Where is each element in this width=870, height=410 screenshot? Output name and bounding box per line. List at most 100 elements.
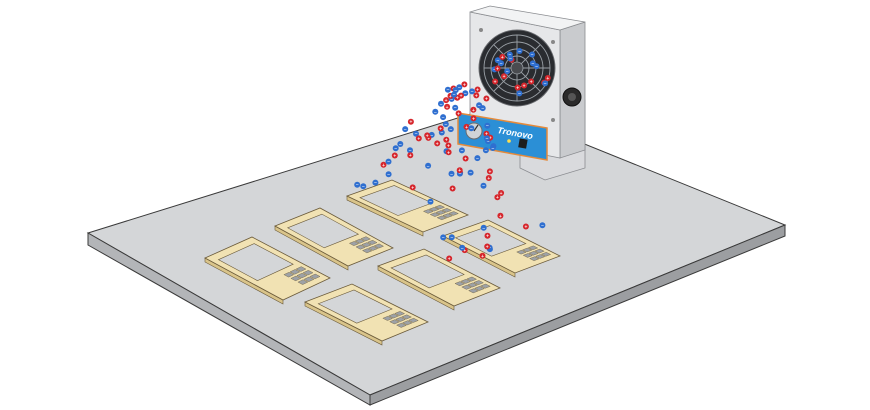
svg-text:+: + xyxy=(485,96,488,101)
svg-text:−: − xyxy=(408,148,411,153)
svg-text:+: + xyxy=(475,93,478,98)
svg-text:−: − xyxy=(442,235,445,240)
svg-text:+: + xyxy=(472,107,475,112)
svg-text:−: − xyxy=(429,199,432,204)
svg-text:−: − xyxy=(450,96,453,101)
svg-text:+: + xyxy=(447,143,450,148)
negative-ion-icon: − xyxy=(372,179,379,186)
svg-text:+: + xyxy=(496,66,499,71)
svg-text:−: − xyxy=(441,115,444,120)
positive-ion-icon: + xyxy=(470,115,477,122)
negative-ion-icon: − xyxy=(458,147,465,154)
negative-ion-icon: − xyxy=(480,224,487,231)
negative-ion-icon: − xyxy=(392,145,399,152)
svg-text:+: + xyxy=(496,195,499,200)
svg-text:+: + xyxy=(445,137,448,142)
negative-ion-icon: − xyxy=(504,68,511,75)
workbench-top xyxy=(86,106,787,396)
svg-text:+: + xyxy=(516,85,519,90)
svg-text:+: + xyxy=(465,124,468,129)
positive-ion-icon: + xyxy=(501,73,507,80)
svg-text:−: − xyxy=(470,89,473,94)
svg-text:−: − xyxy=(476,156,479,161)
positive-ion-icon: + xyxy=(407,152,414,159)
svg-text:−: − xyxy=(434,109,437,114)
svg-text:+: + xyxy=(522,83,525,88)
positive-ion-icon: + xyxy=(486,168,493,175)
svg-text:+: + xyxy=(493,79,496,84)
svg-text:+: + xyxy=(487,176,490,181)
svg-text:−: − xyxy=(499,61,502,66)
svg-text:−: − xyxy=(482,183,485,188)
negative-ion-icon: − xyxy=(539,222,546,229)
power-switch-icon[interactable] xyxy=(518,138,528,149)
positive-ion-icon: + xyxy=(470,106,477,113)
svg-text:+: + xyxy=(501,54,504,59)
positive-ion-icon: + xyxy=(492,78,499,85)
positive-ion-icon: + xyxy=(443,136,450,143)
svg-text:−: − xyxy=(450,171,453,176)
svg-text:−: − xyxy=(535,64,538,69)
svg-text:−: − xyxy=(458,171,461,176)
pcb-frame xyxy=(377,248,501,311)
negative-ion-icon: − xyxy=(407,147,413,154)
svg-text:−: − xyxy=(399,142,402,147)
negative-ion-icon: − xyxy=(516,48,523,54)
negative-ion-icon: − xyxy=(489,145,496,151)
svg-text:+: + xyxy=(449,93,452,98)
svg-text:−: − xyxy=(543,81,546,86)
positive-ion-icon: + xyxy=(391,152,398,159)
svg-text:+: + xyxy=(489,135,492,140)
svg-text:−: − xyxy=(486,123,489,128)
pcb-frame xyxy=(204,236,331,305)
svg-text:−: − xyxy=(430,132,433,137)
negative-ion-icon: − xyxy=(474,155,481,162)
negative-ion-icon: − xyxy=(427,198,434,205)
negative-ion-icon: − xyxy=(385,158,392,165)
positive-ion-icon: + xyxy=(485,175,492,181)
positive-ion-icon: + xyxy=(449,185,456,192)
negative-ion-icon: − xyxy=(451,91,457,98)
svg-text:+: + xyxy=(499,213,502,218)
positive-ion-icon: + xyxy=(474,86,481,93)
positive-ion-icon: + xyxy=(521,82,528,89)
negative-ion-icon: − xyxy=(425,162,432,169)
positive-ion-icon: + xyxy=(463,123,470,130)
negative-ion-icon: − xyxy=(480,182,487,189)
negative-ion-icon: − xyxy=(448,170,455,177)
positive-ion-icon: + xyxy=(494,65,501,72)
negative-ion-icon: − xyxy=(456,84,463,91)
negative-ion-icon: − xyxy=(442,121,449,128)
positive-ion-icon: + xyxy=(473,92,480,99)
svg-text:+: + xyxy=(411,185,414,190)
svg-text:−: − xyxy=(484,148,487,153)
svg-text:−: − xyxy=(439,101,442,106)
svg-text:−: − xyxy=(460,148,463,153)
ionizer-body-top xyxy=(469,5,586,31)
negative-ion-icon: − xyxy=(360,183,367,190)
svg-text:−: − xyxy=(518,49,521,54)
negative-ion-icon: − xyxy=(498,60,505,67)
positive-ion-icon: + xyxy=(445,142,452,149)
svg-text:−: − xyxy=(508,52,511,57)
svg-text:−: − xyxy=(444,122,447,127)
svg-text:−: − xyxy=(446,87,449,92)
positive-ion-icon: + xyxy=(483,130,490,137)
svg-text:+: + xyxy=(458,168,461,173)
svg-text:+: + xyxy=(472,116,475,121)
svg-text:−: − xyxy=(387,172,390,177)
svg-text:−: − xyxy=(491,146,494,151)
svg-text:+: + xyxy=(499,191,502,196)
pcb-frame xyxy=(274,207,394,271)
negative-ion-icon: − xyxy=(385,171,392,178)
svg-text:+: + xyxy=(463,82,466,87)
negative-ion-icon: − xyxy=(469,88,475,95)
svg-text:−: − xyxy=(469,170,472,175)
negative-ion-icon: − xyxy=(479,105,486,112)
negative-ion-icon: − xyxy=(482,147,489,154)
negative-ion-icon: − xyxy=(516,90,523,97)
negative-ion-icon: − xyxy=(468,125,475,132)
positive-ion-icon: + xyxy=(484,232,491,239)
positive-ion-icon: + xyxy=(483,95,490,102)
positive-ion-icon: + xyxy=(497,212,504,219)
